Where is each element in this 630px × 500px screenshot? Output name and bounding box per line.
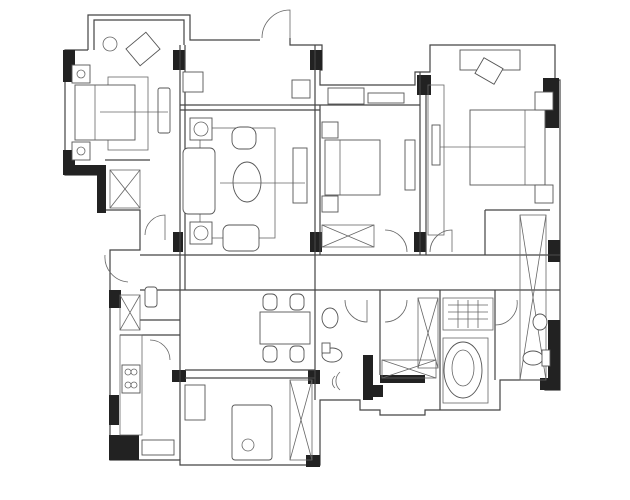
tv-cabinet-icon (404, 139, 416, 191)
master-bath (381, 297, 551, 404)
door-swing-icon (149, 339, 171, 361)
bathtub-small-icon (327, 87, 365, 105)
entry-door-swing-icon (261, 9, 291, 39)
shower-icon (331, 371, 341, 391)
toilet-icon (522, 350, 544, 366)
dining-area (259, 293, 311, 363)
side-table-icon (189, 221, 213, 245)
chair-icon (289, 345, 305, 363)
wardrobe-icon (417, 297, 439, 369)
nightstand-icon (71, 141, 91, 161)
utility-room (184, 379, 313, 461)
lamp-icon (102, 36, 118, 52)
chair-icon (262, 345, 278, 363)
interior-walls (105, 45, 560, 460)
kitchen (119, 286, 175, 456)
nightstand-icon (71, 64, 91, 84)
side-table-icon (189, 117, 213, 141)
sink-icon (141, 439, 175, 456)
appliance-icon (144, 286, 158, 308)
nightstand-icon (321, 121, 339, 139)
armchair-icon (291, 79, 311, 99)
doors (104, 9, 518, 361)
bedroom-right (427, 49, 554, 381)
bed-icon (74, 84, 136, 141)
coffee-table-icon (232, 161, 262, 203)
chair-icon (262, 293, 278, 311)
wardrobe-icon (289, 379, 313, 461)
wardrobe-icon (519, 214, 547, 381)
bed-icon (324, 139, 381, 196)
chair-icon (289, 293, 305, 311)
shoe-cabinet-icon (182, 71, 204, 93)
bathtub-icon (443, 341, 483, 399)
bathtub-icon (231, 404, 273, 461)
door-swing-icon (104, 254, 129, 283)
living-room (182, 117, 308, 252)
armchair-icon (125, 31, 161, 67)
door-swing-icon (384, 299, 408, 323)
armchair-icon (222, 224, 260, 252)
cabinet-icon (184, 384, 206, 421)
sink-icon (532, 313, 548, 331)
tv-cabinet-icon (431, 124, 441, 166)
stove-icon (121, 364, 141, 394)
bedroom-middle (321, 87, 416, 248)
wardrobe-icon (109, 169, 141, 209)
door-swing-icon (429, 229, 453, 253)
shower-icon (442, 297, 494, 331)
door-swing-icon (494, 299, 518, 326)
door-swing-icon (344, 299, 368, 323)
foyer (182, 71, 311, 106)
dining-table-icon (259, 311, 311, 345)
desk-icon (367, 92, 405, 104)
bathroom-left (321, 307, 343, 391)
nightstand-icon (534, 91, 554, 111)
sink-icon (321, 307, 339, 329)
armchair-icon (231, 126, 257, 150)
nightstand-icon (534, 184, 554, 204)
armchair-icon (474, 57, 504, 85)
cabinet-icon (119, 294, 141, 331)
door-swing-icon (144, 214, 166, 240)
sofa-icon (182, 147, 216, 215)
structural-columns (63, 50, 560, 467)
wardrobe-icon (381, 359, 437, 379)
bedroom-left (71, 31, 171, 209)
wardrobe-icon (427, 84, 445, 236)
bed-icon (469, 109, 546, 186)
nightstand-icon (321, 195, 339, 213)
door-swing-icon (384, 229, 408, 253)
wardrobe-icon (321, 224, 375, 248)
tv-cabinet-icon (157, 87, 171, 134)
tv-cabinet-icon (292, 147, 308, 204)
